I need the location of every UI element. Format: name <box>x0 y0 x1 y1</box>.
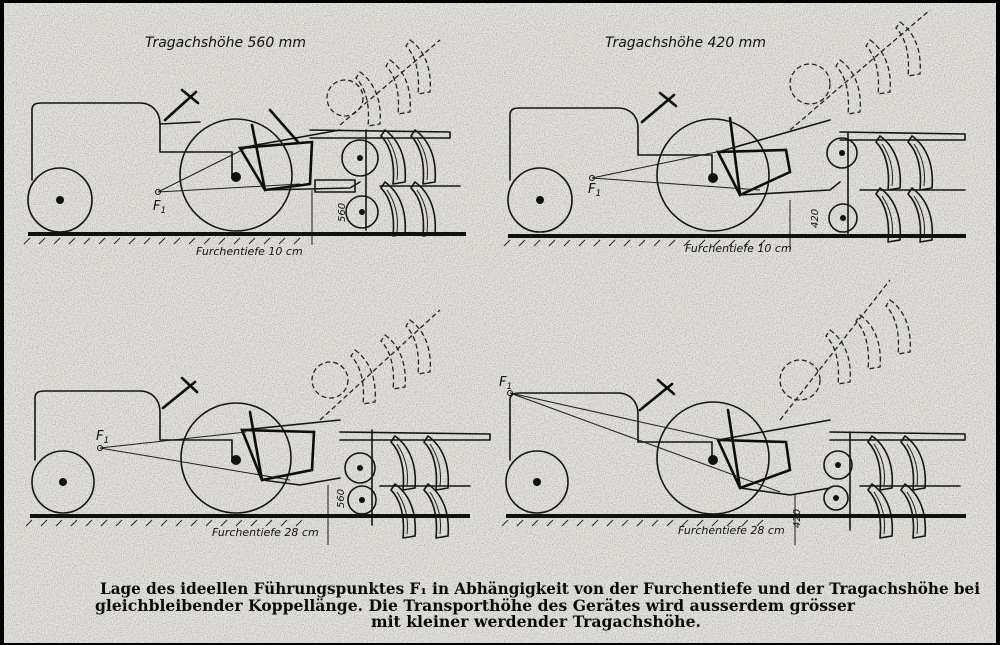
panel3-front-wheel <box>31 450 95 514</box>
paper-grain <box>4 3 996 643</box>
panel3-tractor-hood <box>34 390 233 463</box>
panel4-front-wheel <box>505 450 569 514</box>
panel3-height-label: 560 <box>336 489 347 508</box>
panel2-front-wheel <box>507 167 573 233</box>
panel-top-left: Tragachshöhe 560 mm F1 <box>23 35 466 258</box>
caption-line-1: Lage des ideellen Führungspunktes F₁ in … <box>100 579 980 598</box>
panel4-plough <box>779 279 966 539</box>
panel4-linkage <box>715 438 792 490</box>
panel3-point-f1 <box>97 445 103 451</box>
panel1-linkage <box>237 140 314 192</box>
panel4-depth-label: Furchentiefe 28 cm <box>678 524 785 537</box>
panel3-f1-label: F1 <box>96 429 109 446</box>
panel-top-right: Tragachshöhe 420 mm F1 <box>503 9 966 255</box>
panel1-plough <box>309 39 461 237</box>
panel2-guide-lines <box>591 149 761 191</box>
panel2-rear-wheel <box>656 118 770 232</box>
panel1-point-f1 <box>155 189 161 195</box>
caption-line-3: mit kleiner werdender Tragachshöhe. <box>371 612 701 631</box>
panel2-title: Tragachshöhe 420 mm <box>605 35 766 51</box>
panel1-height-label: 560 <box>337 203 348 222</box>
panel1-depth-label: Furchentiefe 10 cm <box>196 245 303 258</box>
panel3-depth-label: Furchentiefe 28 cm <box>212 526 319 539</box>
panel3-linkage <box>240 428 316 482</box>
panel2-f1-label: F1 <box>588 182 601 199</box>
panel2-point-f1 <box>589 175 595 181</box>
panel2-plough <box>789 9 966 243</box>
panel1-f1-label: F1 <box>153 199 166 216</box>
panel4-tractor-hood <box>509 392 713 463</box>
panel4-guide-lines <box>509 392 781 493</box>
panel2-height-label: 420 <box>810 209 821 228</box>
panel2-linkage <box>715 148 792 197</box>
panel1-guide-lines <box>157 145 301 193</box>
panel1-rear-wheel <box>179 118 293 232</box>
panel4-f1-label: F1 <box>499 375 512 392</box>
panel4-point-f1 <box>507 390 513 396</box>
panel1-tractor-cab <box>159 121 201 125</box>
panel3-rear-wheel <box>180 402 292 514</box>
caption-line-2: gleichbleibender Koppellänge. Die Transp… <box>95 596 856 615</box>
panel3-guide-lines <box>99 431 291 481</box>
panel1-title: Tragachshöhe 560 mm <box>145 35 306 51</box>
panel2-depth-label: Furchentiefe 10 cm <box>685 242 792 255</box>
caption: Lage des ideellen Führungspunktes F₁ in … <box>95 579 980 631</box>
panel4-height-label: 420 <box>792 509 803 528</box>
panel2-tractor-hood <box>509 107 713 181</box>
panel-bottom-right: F1 420 Furchentiefe 28 cm <box>499 279 966 545</box>
panel-bottom-left: F1 560 Furchentiefe 28 cm <box>25 309 491 545</box>
